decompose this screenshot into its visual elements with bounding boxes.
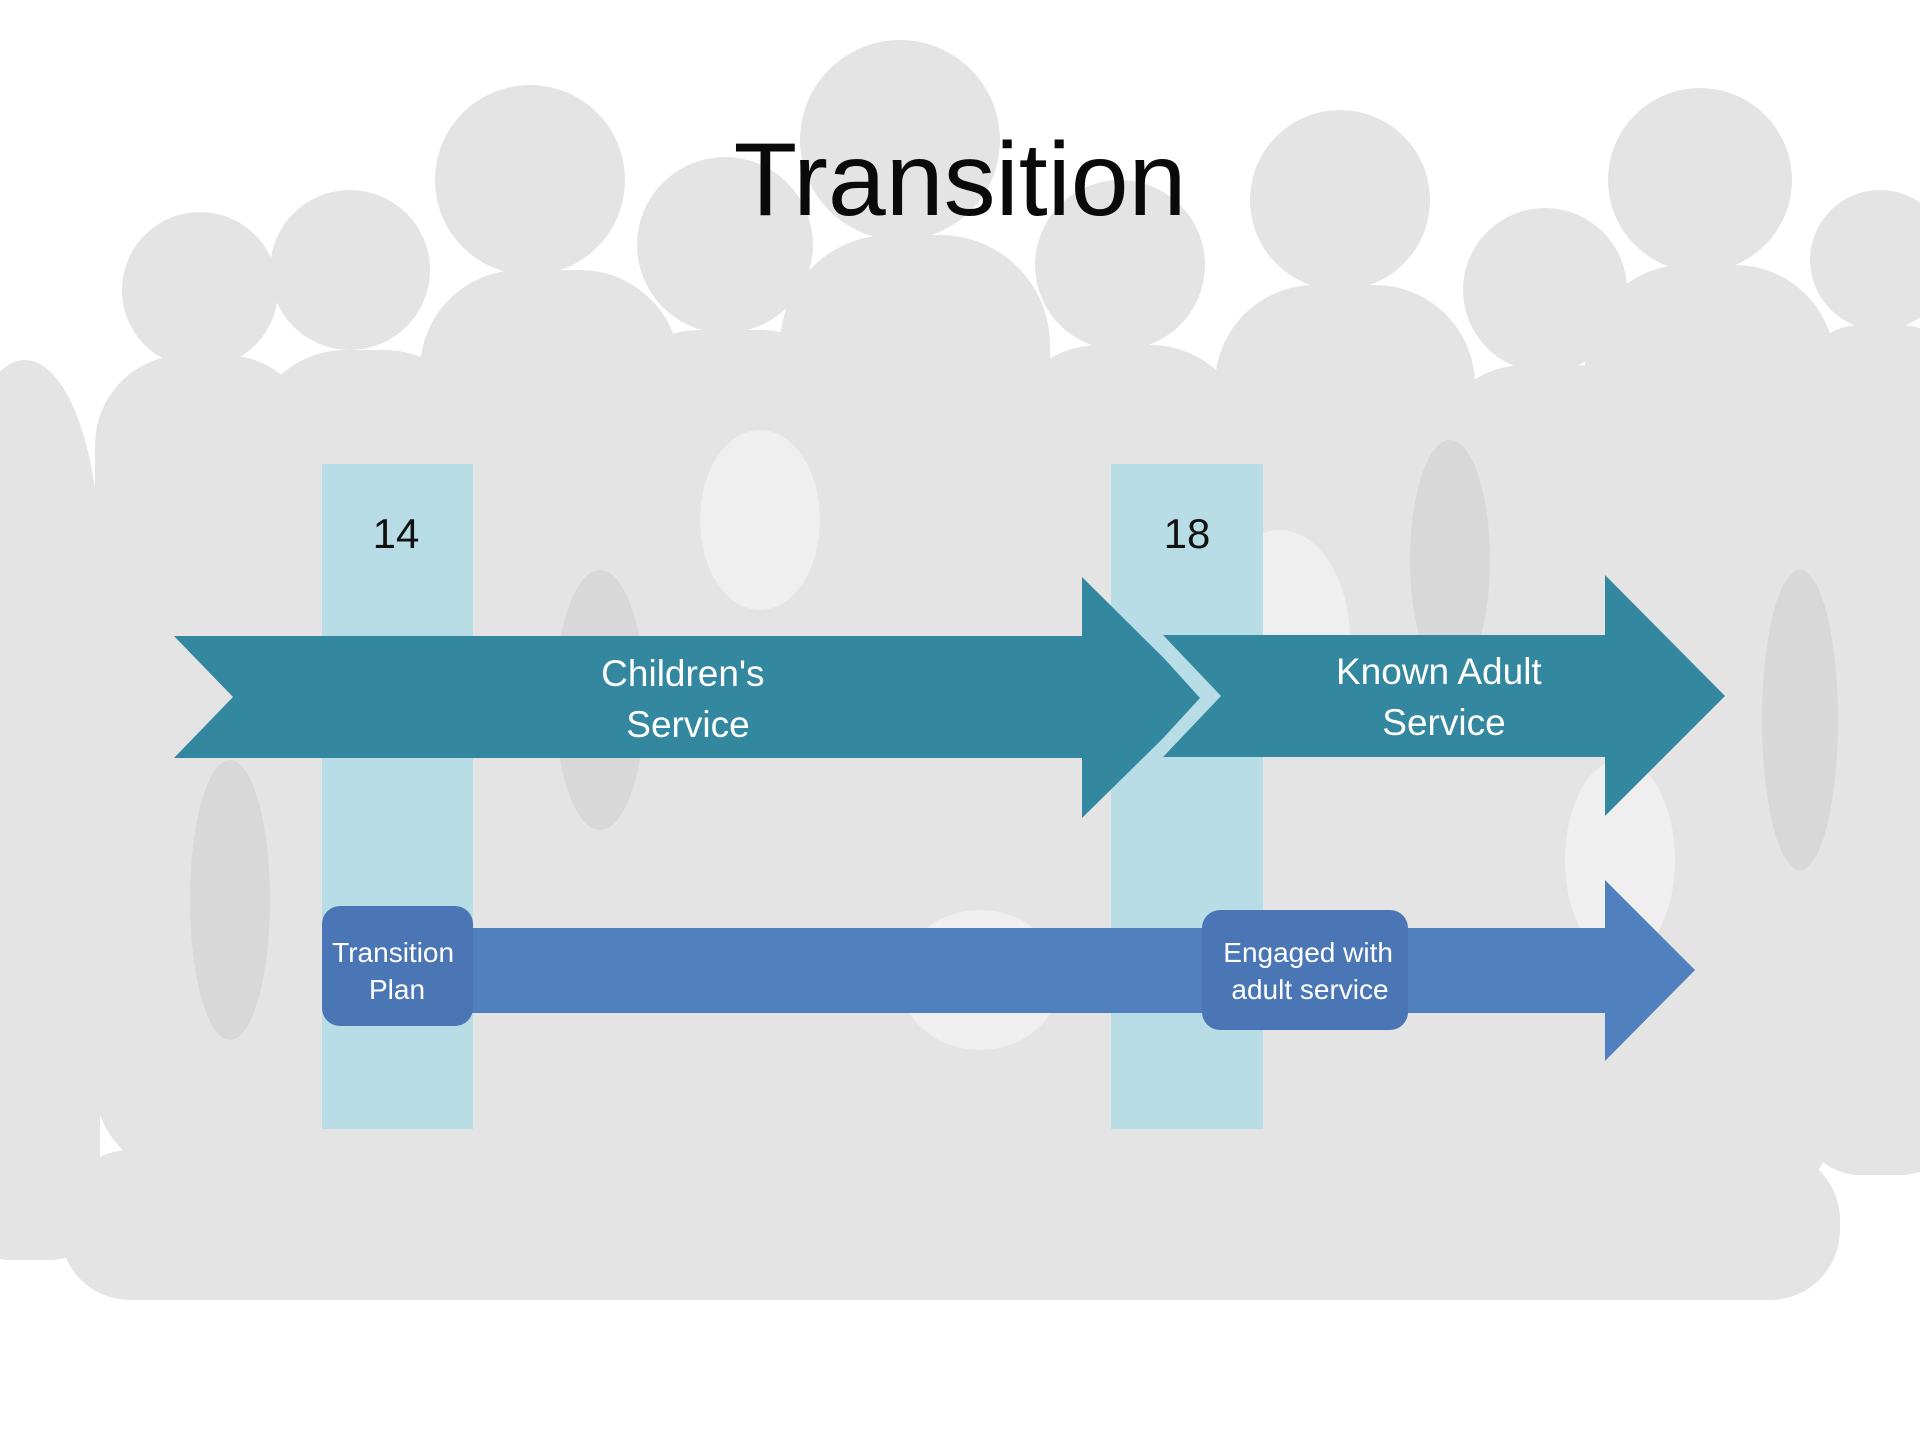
timeline-arrow	[472, 880, 1695, 1061]
engaged-with-adult-service-box	[1202, 910, 1408, 1030]
transition-plan-box	[322, 906, 473, 1026]
milestone-band-age-14	[322, 464, 473, 1129]
childrens-service-label: Children's Service	[601, 653, 775, 745]
engaged-with-adult-service-label: Engaged with adult service	[1223, 937, 1400, 1005]
age-label-14: 14	[373, 510, 420, 557]
slide-title: Transition	[734, 122, 1187, 238]
transition-plan-label: Transition Plan	[332, 937, 462, 1005]
service-arrow-separator	[1143, 635, 1222, 760]
age-label-18: 18	[1164, 510, 1211, 557]
known-adult-service-arrow	[1163, 575, 1725, 816]
childrens-service-arrow	[174, 577, 1204, 818]
known-adult-service-label: Known Adult Service	[1336, 651, 1552, 743]
